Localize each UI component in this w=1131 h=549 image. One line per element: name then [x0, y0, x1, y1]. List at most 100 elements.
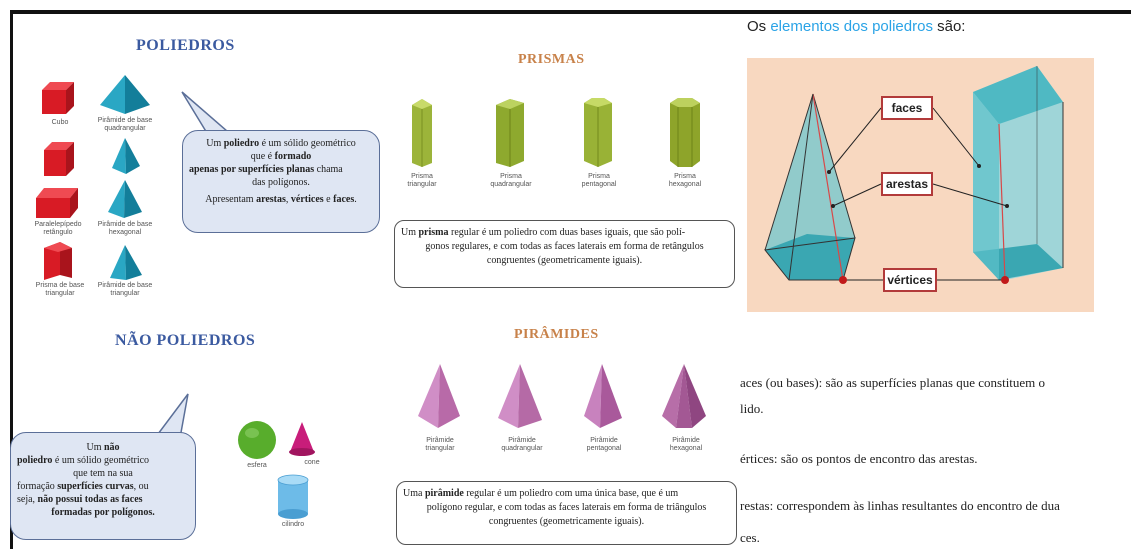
- caption-paralelepipedo: Paralelepípedo retângulo: [34, 221, 82, 236]
- elements-heading: Os elementos dos poliedros são:: [747, 18, 965, 35]
- bubble2-text: que tem na sua: [73, 468, 133, 479]
- cylinder-shape: [277, 474, 309, 519]
- caption-piramide-quadrangular: Pirâmide quadrangular: [501, 437, 543, 452]
- bubble1-bold-faces: faces: [333, 194, 355, 205]
- triangular-prism-shape: [44, 242, 72, 280]
- caption-prisma-triangular: Prisma triangular: [407, 173, 437, 188]
- caption-piramide-hexagonal: Pirâmide hexagonal: [669, 437, 703, 452]
- bubble1-text: chama: [314, 164, 343, 175]
- caption-cilindro: cilindro: [281, 521, 305, 528]
- prisma-def-bold: prisma: [418, 227, 449, 238]
- bubble2-text: é um sólido geométrico: [52, 455, 150, 466]
- vertex-dot: [1001, 276, 1009, 284]
- bubble1-text: e: [323, 194, 334, 205]
- bubble2-text: Um: [86, 442, 104, 453]
- elements-diagram: faces arestas vértices: [747, 58, 1094, 312]
- caption-cubo: Cubo: [51, 119, 69, 126]
- prisma-def-text: Um: [401, 227, 419, 238]
- poliedro-definition-bubble: Um poliedro é um sólido geométrico que é…: [182, 130, 380, 233]
- bubble2-bold-nao-possui: não possui todas as faces: [37, 494, 143, 505]
- bubble2-text: formação: [17, 481, 58, 492]
- faces-description-line2: lido.: [740, 401, 764, 416]
- parallelepiped-shape: [36, 188, 78, 218]
- prisma-def-text: gonos regulares, e com todas as faces la…: [425, 241, 704, 252]
- triangular-pyramid: [418, 364, 460, 428]
- bubble1-bold-superficies: apenas por superfícies planas: [189, 164, 315, 175]
- round-solids: [238, 421, 315, 519]
- caption-piramide-triangular: Pirâmide triangular: [425, 437, 455, 452]
- piramide-def-text: regular é um poliedro com uma única base…: [463, 488, 679, 499]
- triangular-pyramid-shape: [112, 138, 140, 174]
- pentagonal-pyramid: [584, 364, 622, 428]
- caption-cone: cone: [304, 459, 320, 466]
- triangular-pyramid-2-shape: [110, 245, 142, 280]
- sphere-shape: [238, 421, 276, 459]
- bubble1-text: .: [354, 194, 357, 205]
- triangular-prism: [412, 99, 432, 167]
- caption-prisma-quadrangular: Prisma quadrangular: [490, 173, 532, 188]
- piramide-def-text: Uma: [403, 488, 425, 499]
- prismas-title: PRISMAS: [518, 52, 585, 67]
- bubble1-text: ,: [285, 194, 291, 205]
- caption-piramide-triangular: Pirâmide de base triangular: [97, 282, 153, 297]
- square-pyramid: [498, 364, 542, 428]
- nao-poliedros-title: NÃO POLIEDROS: [115, 332, 256, 349]
- arestas-description-line2: ces.: [740, 530, 760, 545]
- bubble1-bold-vertices: vértices: [290, 194, 324, 205]
- caption-esfera: esfera: [247, 462, 267, 469]
- poliedros-title: POLIEDROS: [136, 37, 235, 54]
- hexagonal-prism: [670, 98, 700, 167]
- caption-prisma-triangular: Prisma de base triangular: [35, 282, 85, 297]
- diagram-prism: [973, 66, 1064, 281]
- bubble1-text: é um sólido geométrico: [259, 138, 356, 149]
- bubble1-text: Apresentam: [205, 194, 257, 205]
- piramide-def-text: congruentes (geometricamente iguais).: [488, 516, 645, 527]
- bubble2-text: seja,: [17, 494, 38, 505]
- faces-label: faces: [881, 96, 933, 120]
- caption-piramide-hexagonal: Pirâmide de base hexagonal: [97, 221, 153, 236]
- square-pyramid-shape: [100, 75, 150, 114]
- bubble2-bold-formadas: formadas por polígonos.: [51, 507, 155, 518]
- heading-highlight: elementos dos poliedros: [770, 18, 933, 35]
- bubble1-text: das polígonos.: [252, 177, 310, 188]
- diagram-pyramid: [764, 93, 856, 281]
- vertex-dot: [839, 276, 847, 284]
- vertices-label: vértices: [883, 268, 937, 292]
- prisma-def-text: regular é um poliedro com duas bases igu…: [448, 227, 686, 238]
- piramide-definition-box: Uma pirâmide regular é um poliedro com u…: [396, 481, 737, 545]
- bubble1-text: que é: [250, 151, 275, 162]
- frame-top-border: [10, 10, 1131, 14]
- heading-text: são:: [932, 18, 966, 35]
- piramide-def-bold: pirâmide: [424, 488, 464, 499]
- arestas-label: arestas: [881, 172, 933, 196]
- square-prism: [496, 99, 524, 167]
- caption-piramide-pentagonal: Pirâmide pentagonal: [586, 437, 622, 452]
- bubble2-bold-nao: não: [103, 442, 120, 453]
- cube-shape: [42, 82, 74, 114]
- red-prism-shape: [44, 142, 74, 176]
- vertices-description: értices: são os pontos de encontro das a…: [740, 451, 978, 466]
- bubble1-bold-arestas: arestas: [256, 194, 286, 205]
- cone-shape: [289, 422, 315, 456]
- heading-text: Os: [747, 18, 771, 35]
- faces-description-line1: aces (ou bases): são as superfícies plan…: [740, 375, 1046, 390]
- bubble2-bold-superficies: superfícies curvas: [57, 481, 134, 492]
- caption-piramide-quadrangular: Pirâmide de base quadrangular: [97, 117, 153, 132]
- poliedros-shapes: [36, 75, 150, 280]
- hexagonal-pyramid: [662, 364, 706, 428]
- bubble1-bold-poliedro: poliedro: [223, 138, 260, 149]
- prisms-shapes: [412, 98, 700, 167]
- prisma-def-text: congruentes (geometricamente iguais).: [486, 255, 643, 266]
- elements-diagram-svg: [764, 66, 1064, 284]
- hexagonal-pyramid-shape: [108, 180, 142, 218]
- bubble2-text: , ou: [133, 481, 149, 492]
- nao-poliedro-definition-bubble: Um não poliedro é um sólido geométrico q…: [10, 432, 196, 540]
- bubble2-bold-poliedro: poliedro: [17, 455, 53, 466]
- caption-prisma-pentagonal: Prisma pentagonal: [581, 173, 617, 188]
- arestas-description-line1: restas: correspondem às linhas resultant…: [740, 498, 1060, 513]
- piramide-def-text: polígono regular, e com todas as faces l…: [426, 502, 707, 513]
- caption-prisma-hexagonal: Prisma hexagonal: [668, 173, 702, 188]
- frame-left-border: [10, 10, 13, 549]
- prisma-definition-box: Um prisma regular é um poliedro com duas…: [394, 220, 735, 288]
- bubble1-bold-formado: formado: [274, 151, 312, 162]
